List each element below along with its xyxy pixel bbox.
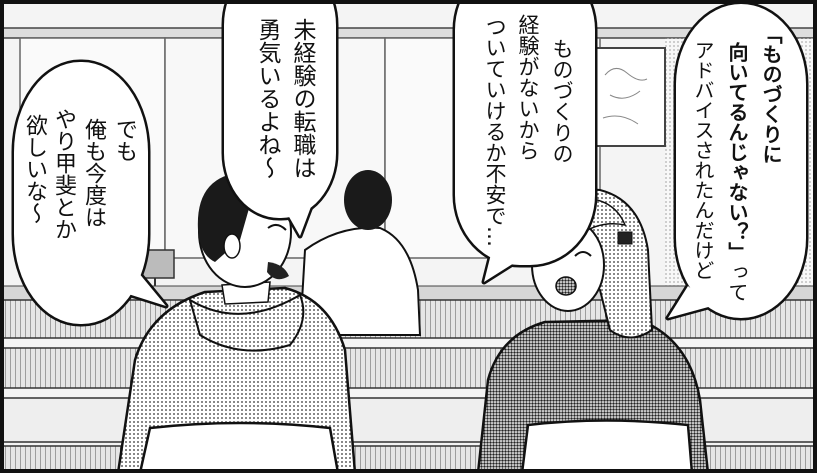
bubble-right-line-1: 「ものづくりに [759,24,783,164]
boy-chair-back [138,421,340,473]
girl-chair-back [520,419,694,473]
speech-bubble-left [11,59,169,327]
bubble-left-line-4: 欲しいな～ [22,114,47,224]
speech-bubble-center-right [452,0,598,285]
boy-hood [188,293,305,352]
girl-smiling-mouth [555,276,577,296]
bubble-center-right-line-3: ついていけるか不安で… [483,16,507,247]
bubble-right-line-2-rest: って [725,262,749,302]
boy-ear [223,233,241,259]
speech-bubble-center-left [221,0,339,239]
bubble-center-right-line-1: ものづくりの [550,38,574,164]
boy-laughing-mouth [267,262,289,280]
bubble-left-line-3: やり甲斐とか [51,108,76,240]
speech-bubble-right [665,1,809,321]
bubble-center-left-line-2: 勇気いるよね～ [254,18,280,179]
bulletin-board-scribble [602,68,648,125]
bubble-center-left-line-1: 未経験の転職は [289,18,315,179]
bubble-center-right-line-2: 経験がないから [516,14,540,161]
bubble-left-line-2: 俺も今度は [81,118,106,228]
middle-person-head [344,170,392,230]
girl-hairclip [617,231,633,245]
bubble-left-line-1: でも [112,118,137,162]
bubble-right-line-2-emphasis: 向いてるんじゃない？」 [725,42,749,262]
boy-eye [267,224,287,231]
bubble-right-line-2: 向いてるんじゃない？」って [725,42,749,302]
bubble-right-line-3: アドバイスされたんだけど [691,40,715,280]
middle-person-shirt [298,226,422,336]
